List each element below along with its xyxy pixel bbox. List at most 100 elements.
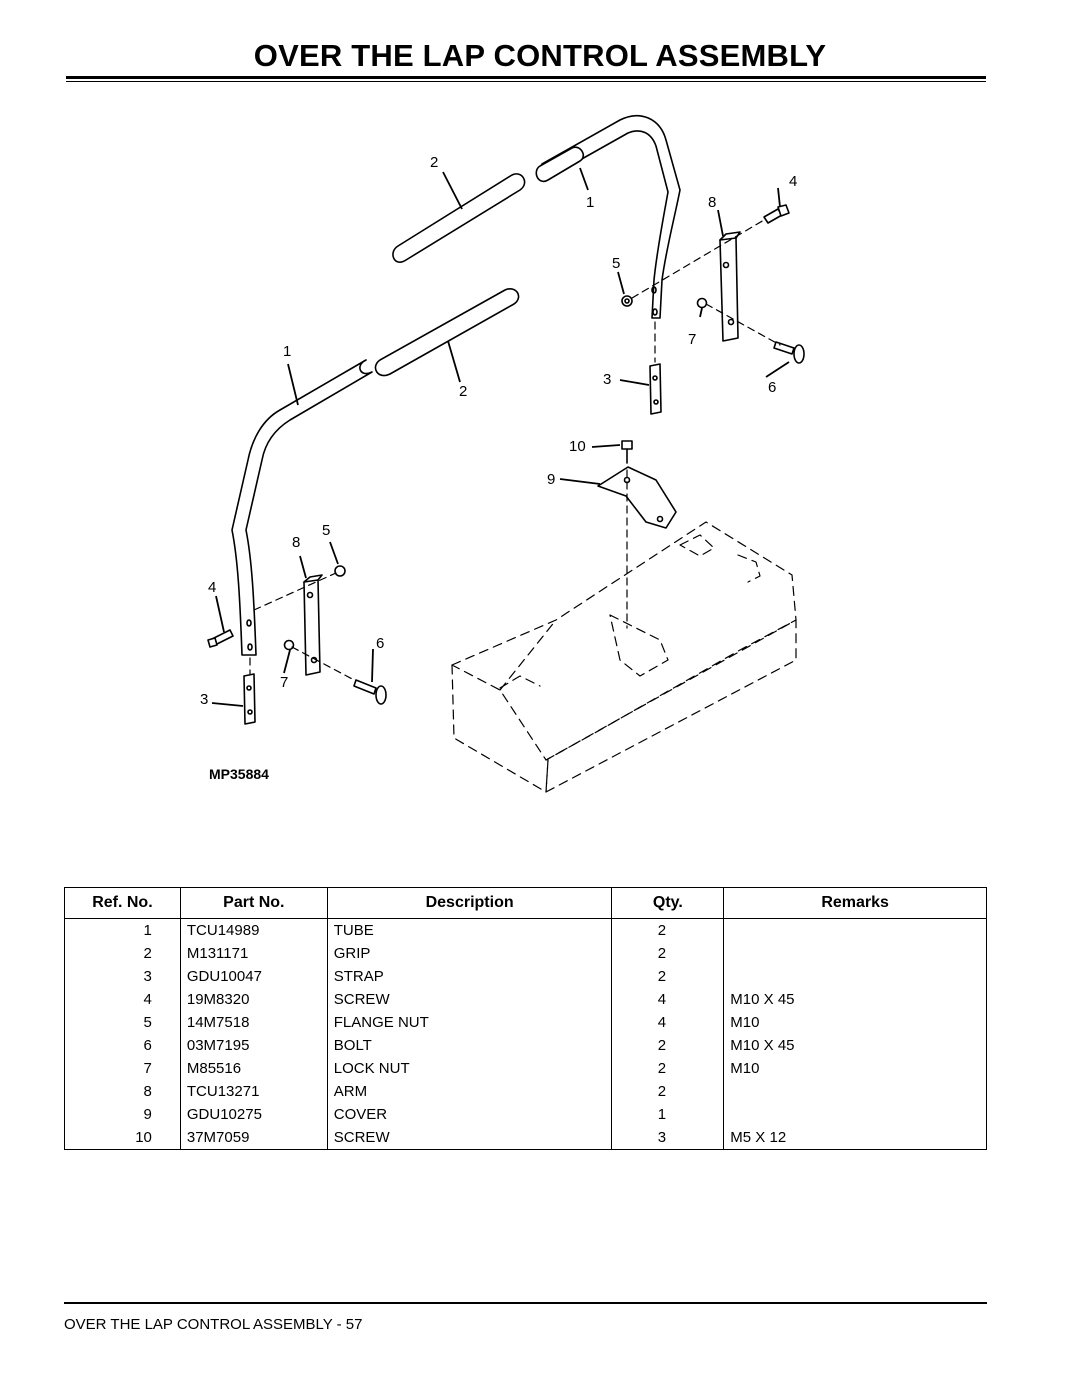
callout-right-screw: 4 bbox=[789, 173, 797, 190]
cell-ref: 7 bbox=[64, 1057, 181, 1080]
left-arm bbox=[303, 574, 323, 676]
right-bolt-6 bbox=[773, 341, 805, 364]
right-screw-4 bbox=[763, 204, 790, 224]
left-locknut-7 bbox=[283, 639, 295, 651]
callout-right-locknut: 7 bbox=[688, 331, 696, 348]
header-qty: Qty. bbox=[611, 887, 725, 919]
header-part-no: Part No. bbox=[179, 887, 328, 919]
right-nut-5 bbox=[621, 295, 633, 307]
parts-table: Ref. No. Part No. Description Qty. Remar… bbox=[64, 887, 987, 1150]
parts-table-header: Ref. No. Part No. Description Qty. Remar… bbox=[64, 887, 987, 919]
cell-part: 37M7059 bbox=[179, 1126, 328, 1150]
cell-remarks bbox=[723, 1103, 987, 1126]
left-grip-outer bbox=[374, 288, 520, 377]
cell-part: GDU10047 bbox=[179, 965, 328, 988]
callout-right-bolt: 6 bbox=[768, 379, 776, 396]
cell-ref: 10 bbox=[64, 1126, 181, 1150]
cell-qty: 2 bbox=[611, 1057, 725, 1080]
page-footer: OVER THE LAP CONTROL ASSEMBLY - 57 bbox=[64, 1316, 363, 1333]
callout-left-arm: 8 bbox=[292, 534, 300, 551]
cell-ref: 8 bbox=[64, 1080, 181, 1103]
right-strap bbox=[649, 363, 662, 415]
cell-part: M85516 bbox=[179, 1057, 328, 1080]
exploded-parts-diagram: 2 1 4 8 5 7 3 6 1 2 10 9 8 5 4 6 7 3 bbox=[200, 115, 805, 793]
cell-ref: 4 bbox=[64, 988, 181, 1011]
cell-desc: TUBE bbox=[326, 918, 613, 942]
right-grip-outer bbox=[392, 173, 526, 263]
cell-ref: 3 bbox=[64, 965, 181, 988]
cell-remarks: M10 bbox=[723, 1057, 987, 1080]
cell-qty: 4 bbox=[611, 988, 725, 1011]
callout-right-grip: 2 bbox=[430, 154, 438, 171]
cell-part: 19M8320 bbox=[179, 988, 328, 1011]
title-divider bbox=[66, 76, 986, 82]
cell-desc: COVER bbox=[326, 1103, 613, 1126]
cell-desc: BOLT bbox=[326, 1034, 613, 1057]
cell-qty: 2 bbox=[611, 942, 725, 965]
cell-ref: 5 bbox=[64, 1011, 181, 1034]
cell-qty: 3 bbox=[611, 1126, 725, 1150]
callout-left-grip: 2 bbox=[459, 383, 467, 400]
header-remarks: Remarks bbox=[723, 887, 987, 919]
header-description: Description bbox=[326, 887, 613, 919]
cell-remarks: M5 X 12 bbox=[723, 1126, 987, 1150]
callout-right-nut: 5 bbox=[612, 255, 620, 272]
cell-ref: 1 bbox=[64, 918, 181, 942]
cover-screw-10 bbox=[621, 440, 633, 464]
right-arm bbox=[719, 231, 741, 342]
cell-qty: 1 bbox=[611, 1103, 725, 1126]
left-bolt-6 bbox=[353, 679, 387, 705]
cell-desc: GRIP bbox=[326, 942, 613, 965]
left-strap bbox=[243, 673, 256, 725]
callout-left-nut: 5 bbox=[322, 522, 330, 539]
cell-qty: 4 bbox=[611, 1011, 725, 1034]
cell-desc: LOCK NUT bbox=[326, 1057, 613, 1080]
callout-cover-screw: 10 bbox=[569, 438, 586, 455]
left-screw-4 bbox=[207, 629, 234, 648]
cell-qty: 2 bbox=[611, 918, 725, 942]
left-tube bbox=[231, 359, 373, 656]
right-locknut-7 bbox=[696, 297, 708, 309]
cell-remarks bbox=[723, 1080, 987, 1103]
cell-qty: 2 bbox=[611, 965, 725, 988]
cell-part: 03M7195 bbox=[179, 1034, 328, 1057]
callout-cover: 9 bbox=[547, 471, 555, 488]
figure-id: MP35884 bbox=[209, 766, 269, 782]
cell-remarks bbox=[723, 942, 987, 965]
cell-remarks: M10 X 45 bbox=[723, 1034, 987, 1057]
cell-part: TCU14989 bbox=[179, 918, 328, 942]
cell-desc: SCREW bbox=[326, 1126, 613, 1150]
callout-left-bolt: 6 bbox=[376, 635, 384, 652]
cell-desc: SCREW bbox=[326, 988, 613, 1011]
cell-qty: 2 bbox=[611, 1034, 725, 1057]
callout-left-tube: 1 bbox=[283, 343, 291, 360]
callout-left-strap: 3 bbox=[200, 691, 208, 708]
cell-part: TCU13271 bbox=[179, 1080, 328, 1103]
cell-desc: FLANGE NUT bbox=[326, 1011, 613, 1034]
right-tube bbox=[535, 115, 681, 319]
cell-desc: ARM bbox=[326, 1080, 613, 1103]
cell-remarks bbox=[723, 918, 987, 942]
cell-remarks: M10 X 45 bbox=[723, 988, 987, 1011]
callout-right-tube: 1 bbox=[586, 194, 594, 211]
page-title: OVER THE LAP CONTROL ASSEMBLY bbox=[253, 38, 827, 73]
cell-ref: 2 bbox=[64, 942, 181, 965]
cell-part: 14M7518 bbox=[179, 1011, 328, 1034]
cell-remarks: M10 bbox=[723, 1011, 987, 1034]
footer-divider bbox=[64, 1302, 987, 1304]
cell-desc: STRAP bbox=[326, 965, 613, 988]
cell-part: GDU10275 bbox=[179, 1103, 328, 1126]
cell-qty: 2 bbox=[611, 1080, 725, 1103]
callout-left-locknut: 7 bbox=[280, 674, 288, 691]
header-ref-no: Ref. No. bbox=[64, 887, 181, 919]
